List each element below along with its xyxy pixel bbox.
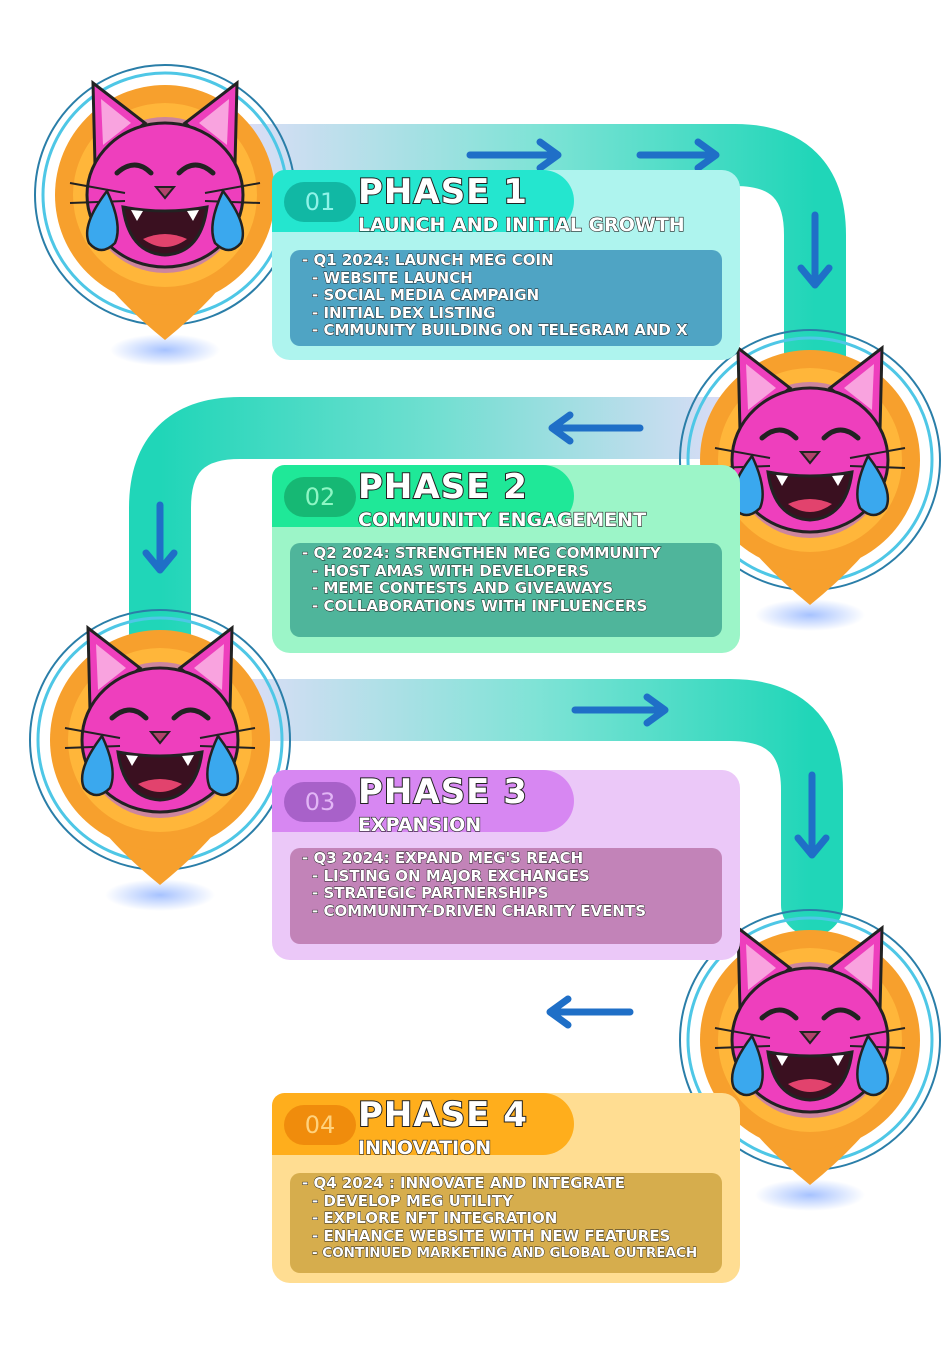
arrow-down-icon [794,771,830,859]
phase-item: - MEME CONTESTS AND GIVEAWAYS [312,579,614,597]
phase-card-3: 03 PHASE 3 EXPANSION - Q3 2024: EXPAND M… [272,770,740,960]
phase-number: 04 [284,1105,356,1145]
cat-pin-icon [679,909,941,1185]
phase-item: - STRATEGIC PARTNERSHIPS [312,884,549,902]
cat-pin-icon [29,609,291,885]
arrow-left-icon [548,411,644,445]
phase-item: - CONTINUED MARKETING AND GLOBAL OUTREAC… [312,1245,698,1262]
phase-item: - DEVELOP MEG UTILITY [312,1191,514,1210]
phase-item: - EXPLORE NFT INTEGRATION [312,1209,558,1227]
phase-title: PHASE 2 [357,466,528,508]
cat-pin-icon [34,64,296,340]
phase-details: - Q3 2024: EXPAND MEG'S REACH - LISTING … [290,848,722,944]
phase-item: - ENHANCE WEBSITE WITH NEW FEATURES [312,1226,671,1245]
arrow-down-icon [142,501,178,574]
phase-card-1: 01 PHASE 1 LAUNCH AND INITIAL GROWTH - Q… [272,170,740,360]
phase-title: PHASE 1 [357,171,528,213]
phase-item: - Q4 2024 : INNOVATE AND INTEGRATE [302,1174,626,1192]
phase-item: - LISTING ON MAJOR EXCHANGES [312,866,591,885]
phase-number: 02 [284,477,356,517]
phase-item: - CMMUNITY BUILDING ON TELEGRAM AND X [312,321,689,339]
phase-subtitle: COMMUNITY ENGAGEMENT [357,508,647,531]
phase-title: PHASE 4 [357,1094,528,1136]
phase-subtitle: EXPANSION [357,813,482,836]
phase-item: - Q2 2024: STRENGTHEN MEG COMMUNITY [302,544,662,562]
phase-item: - WEBSITE LAUNCH [312,268,474,287]
phase-item: - Q3 2024: EXPAND MEG'S REACH [302,849,584,867]
phase-card-2: 02 PHASE 2 COMMUNITY ENGAGEMENT - Q2 202… [272,465,740,653]
phase-card-4: 04 PHASE 4 INNOVATION - Q4 2024 : INNOVA… [272,1093,740,1283]
phase-item: - INITIAL DEX LISTING [312,303,496,322]
arrow-right-icon [571,693,669,727]
arrow-left-icon [546,995,634,1029]
cat-pin-icon [679,329,941,605]
phase-item: - COLLABORATIONS WITH INFLUENCERS [312,596,648,615]
phase-details: - Q4 2024 : INNOVATE AND INTEGRATE - DEV… [290,1173,722,1273]
arrow-right-icon [466,138,720,172]
phase-subtitle: LAUNCH AND INITIAL GROWTH [357,213,685,236]
phase-item: - COMMUNITY-DRIVEN CHARITY EVENTS [312,901,647,920]
phase-title: PHASE 3 [357,771,528,813]
phase-number: 01 [284,182,356,222]
phase-subtitle: INNOVATION [357,1136,492,1159]
phase-item: - Q1 2024: LAUNCH MEG COIN [302,251,555,269]
phase-details: - Q2 2024: STRENGTHEN MEG COMMUNITY - HO… [290,543,722,637]
phase-item: - SOCIAL MEDIA CAMPAIGN [312,286,540,304]
phase-item: - HOST AMAS WITH DEVELOPERS [312,561,590,580]
phase-details: - Q1 2024: LAUNCH MEG COIN - WEBSITE LAU… [290,250,722,346]
phase-number: 03 [284,782,356,822]
arrow-down-icon [797,211,833,289]
